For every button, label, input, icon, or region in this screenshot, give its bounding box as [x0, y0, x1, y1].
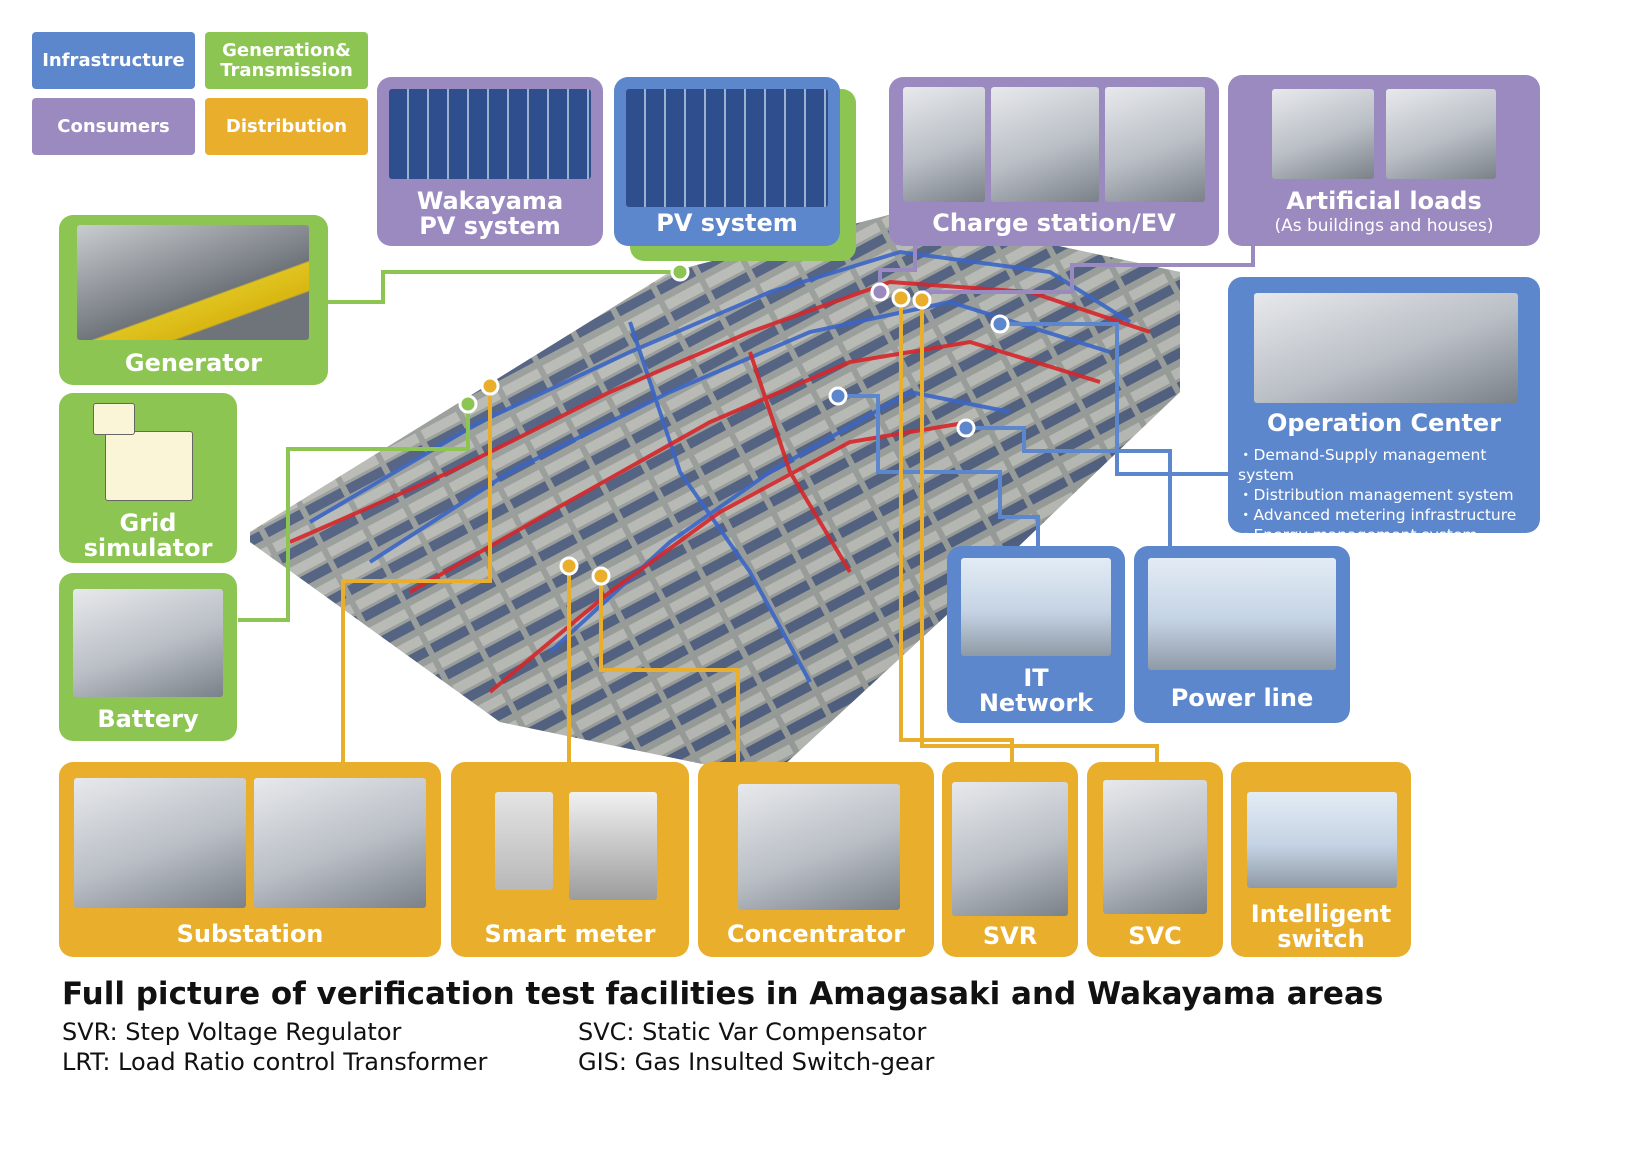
figure-title: Full picture of verification test facili… — [62, 976, 1384, 1012]
generator-card: Generator — [59, 215, 328, 385]
legend-consumers: Consumers — [32, 98, 195, 155]
legend-distribution: Distribution — [205, 98, 368, 155]
operation-center-label: Operation Center — [1266, 409, 1502, 437]
smart-meter-label: Smart meter — [484, 920, 656, 948]
operation-center-item: ・Energy management system — [1238, 526, 1478, 544]
legend-generation-transmission: Generation& Transmission — [205, 32, 368, 89]
ev-car-photo — [991, 87, 1099, 202]
battery-card: Battery — [59, 573, 237, 741]
artificial-loads-label: Artificial loads — [1286, 187, 1482, 215]
pv-system-card: PV system — [614, 77, 840, 246]
concentrator-photo — [738, 784, 900, 910]
grid-simulator-card: Grid simulator — [59, 393, 237, 563]
it-network-label: IT Network — [978, 664, 1094, 717]
pv-system-label: PV system — [656, 209, 798, 237]
svr-label: SVR — [982, 922, 1038, 950]
note-lrt: LRT: Load Ratio control Transformer — [62, 1048, 488, 1076]
it-network-photo — [961, 558, 1111, 656]
battery-building-photo — [73, 589, 223, 697]
legend-infrastructure: Infrastructure — [32, 32, 195, 89]
smart-meter-card: Smart meter — [451, 762, 689, 957]
operation-center-list: ・Demand-Supply management system ・Distri… — [1238, 445, 1534, 545]
aerial-site-photo — [250, 212, 1180, 778]
concentrator-card: Concentrator — [698, 762, 934, 957]
svc-card: SVC — [1087, 762, 1223, 957]
concentrator-label: Concentrator — [726, 920, 906, 948]
artificial-load-photo-1 — [1272, 89, 1374, 179]
note-svc: SVC: Static Var Compensator — [578, 1018, 927, 1046]
grid-simulator-label: Grid simulator — [83, 509, 213, 562]
ev-car-2-photo — [1105, 87, 1205, 202]
pv-system-photo — [626, 89, 828, 207]
generator-photo — [77, 225, 309, 340]
intelligent-switch-photo — [1247, 792, 1397, 888]
note-gis: GIS: Gas Insulted Switch-gear — [578, 1048, 935, 1076]
smart-meter-photo-2 — [569, 792, 657, 900]
battery-label: Battery — [97, 705, 199, 733]
intelligent-switch-card: Intelligent switch — [1231, 762, 1411, 957]
intelligent-switch-label: Intelligent switch — [1250, 900, 1392, 953]
charging-station-photo — [903, 87, 985, 202]
note-svr: SVR: Step Voltage Regulator — [62, 1018, 402, 1046]
substation-card: Substation — [59, 762, 441, 957]
power-line-photo — [1148, 558, 1336, 670]
svr-photo — [952, 782, 1068, 916]
operation-center-item: ・Distribution management system — [1238, 486, 1514, 504]
svr-card: SVR — [942, 762, 1078, 957]
wakayama-pv-label: Wakayama PV system — [416, 187, 564, 240]
operation-center-item: ・Advanced metering infrastructure — [1238, 506, 1517, 524]
smart-meter-photo-1 — [495, 792, 553, 890]
operation-center-photo — [1254, 293, 1518, 403]
substation-label: Substation — [176, 920, 324, 948]
operation-center-item: ・Demand-Supply management system — [1238, 446, 1487, 484]
wakayama-pv-photo — [389, 89, 591, 179]
svc-label: SVC — [1128, 922, 1182, 950]
power-line-card: Power line — [1134, 546, 1350, 723]
it-network-card: IT Network — [947, 546, 1125, 723]
wakayama-pv-card: Wakayama PV system — [377, 77, 603, 246]
artificial-loads-sublabel: (As buildings and houses) — [1274, 216, 1494, 236]
operation-center-card: Operation Center ・Demand-Supply manageme… — [1228, 277, 1540, 544]
artificial-load-photo-2 — [1386, 89, 1496, 179]
grid-simulator-diagram — [105, 431, 193, 501]
substation-photo-1 — [74, 778, 246, 908]
charge-station-label: Charge station/EV — [932, 209, 1176, 237]
generator-label: Generator — [124, 349, 263, 377]
artificial-loads-card: Artificial loads (As buildings and house… — [1228, 75, 1540, 246]
charge-station-card: Charge station/EV — [889, 77, 1219, 246]
power-line-label: Power line — [1170, 684, 1314, 712]
waveform-icon — [93, 403, 135, 435]
substation-photo-2 — [254, 778, 426, 908]
svc-photo — [1103, 780, 1207, 914]
